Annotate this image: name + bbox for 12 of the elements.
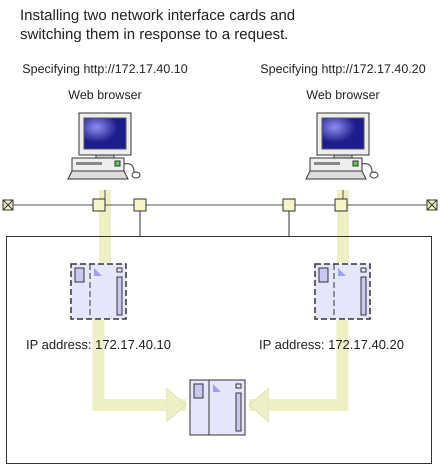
connector-band [337, 190, 349, 263]
ip-address-label: IP address: 172.17.40.10 [24, 337, 172, 352]
request-url-label: Specifying http://172.17.40.10 [21, 62, 189, 76]
arrow [92, 320, 186, 422]
node-label: Web browser [305, 88, 381, 102]
arrow [248, 320, 348, 422]
ip-address-label: IP address: 172.17.40.20 [258, 337, 406, 352]
request-url-label: Specifying http://172.17.40.20 [259, 62, 427, 76]
enclosure-frame [6, 236, 432, 464]
connector-band [99, 190, 111, 263]
diagram-title: Installing two network interface cards and switching them in response to a request. [20, 6, 296, 44]
node-label: Web browser [67, 88, 143, 102]
